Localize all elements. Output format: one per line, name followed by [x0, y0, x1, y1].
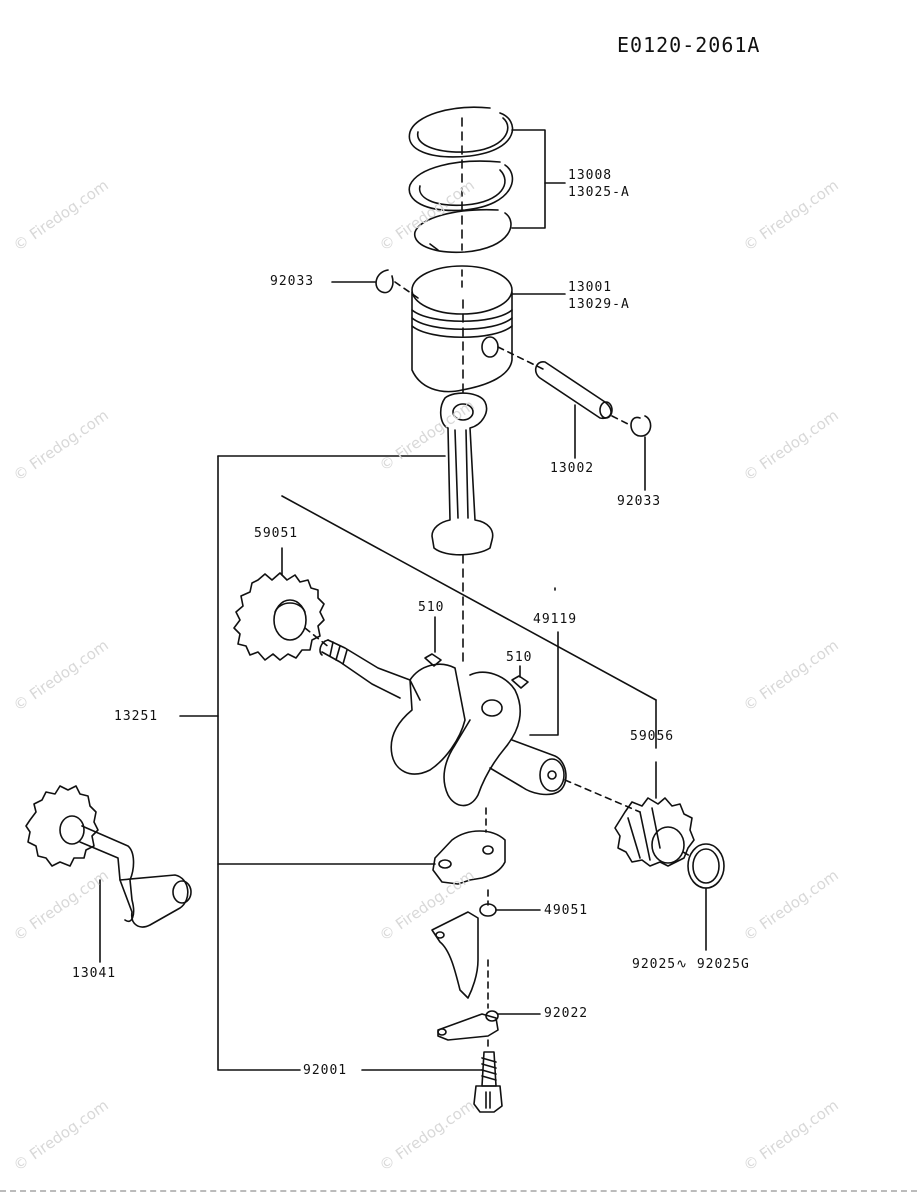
piston-pin-drawing [497, 346, 631, 459]
rod-cap-drawing [432, 807, 506, 885]
document-code: E0120-2061A [617, 33, 761, 57]
part-label-92033-pin[interactable]: 92033 [617, 494, 662, 509]
camshaft-drawing [25, 785, 192, 963]
part-label-49119[interactable]: 49119 [533, 612, 578, 627]
part-label-92022[interactable]: 92022 [544, 1006, 589, 1021]
part-label-13025a[interactable]: 13025-A [568, 185, 630, 200]
part-label-92033-top[interactable]: 92033 [270, 274, 315, 289]
assembly-bracket [217, 455, 301, 1071]
part-label-13029a[interactable]: 13029-A [568, 297, 630, 312]
part-label-13041[interactable]: 13041 [72, 966, 117, 981]
rings-bracket [511, 129, 546, 229]
part-label-13002[interactable]: 13002 [550, 461, 595, 476]
piston-rings-drawing [408, 106, 514, 254]
part-label-13008[interactable]: 13008 [568, 168, 613, 183]
piston-drawing [411, 265, 513, 393]
part-label-510-a[interactable]: 510 [418, 600, 445, 615]
bolt-drawing [361, 1039, 503, 1113]
part-label-59051[interactable]: 59051 [254, 526, 299, 541]
part-label-13251[interactable]: 13251 [114, 709, 159, 724]
part-label-510-b[interactable]: 510 [506, 650, 533, 665]
part-label-92025[interactable]: 92025∿ 92025G [632, 957, 750, 972]
part-label-59056[interactable]: 59056 [630, 729, 675, 744]
oil-dipper-drawing [431, 889, 541, 999]
crankshaft-drawing [319, 587, 641, 813]
part-label-49051[interactable]: 49051 [544, 903, 589, 918]
connecting-rod-drawing [431, 299, 494, 666]
snap-ring-top [375, 269, 394, 294]
woodruff-key-b [511, 675, 529, 689]
lock-plate-drawing [437, 959, 541, 1041]
timing-gear-drawing [233, 547, 331, 661]
part-label-92001[interactable]: 92001 [303, 1063, 348, 1078]
woodruff-key-a [424, 653, 442, 667]
page-edge [0, 1190, 917, 1196]
snap-ring-pin [630, 415, 652, 437]
crank-gear-drawing [614, 797, 695, 867]
part-label-13001[interactable]: 13001 [568, 280, 613, 295]
